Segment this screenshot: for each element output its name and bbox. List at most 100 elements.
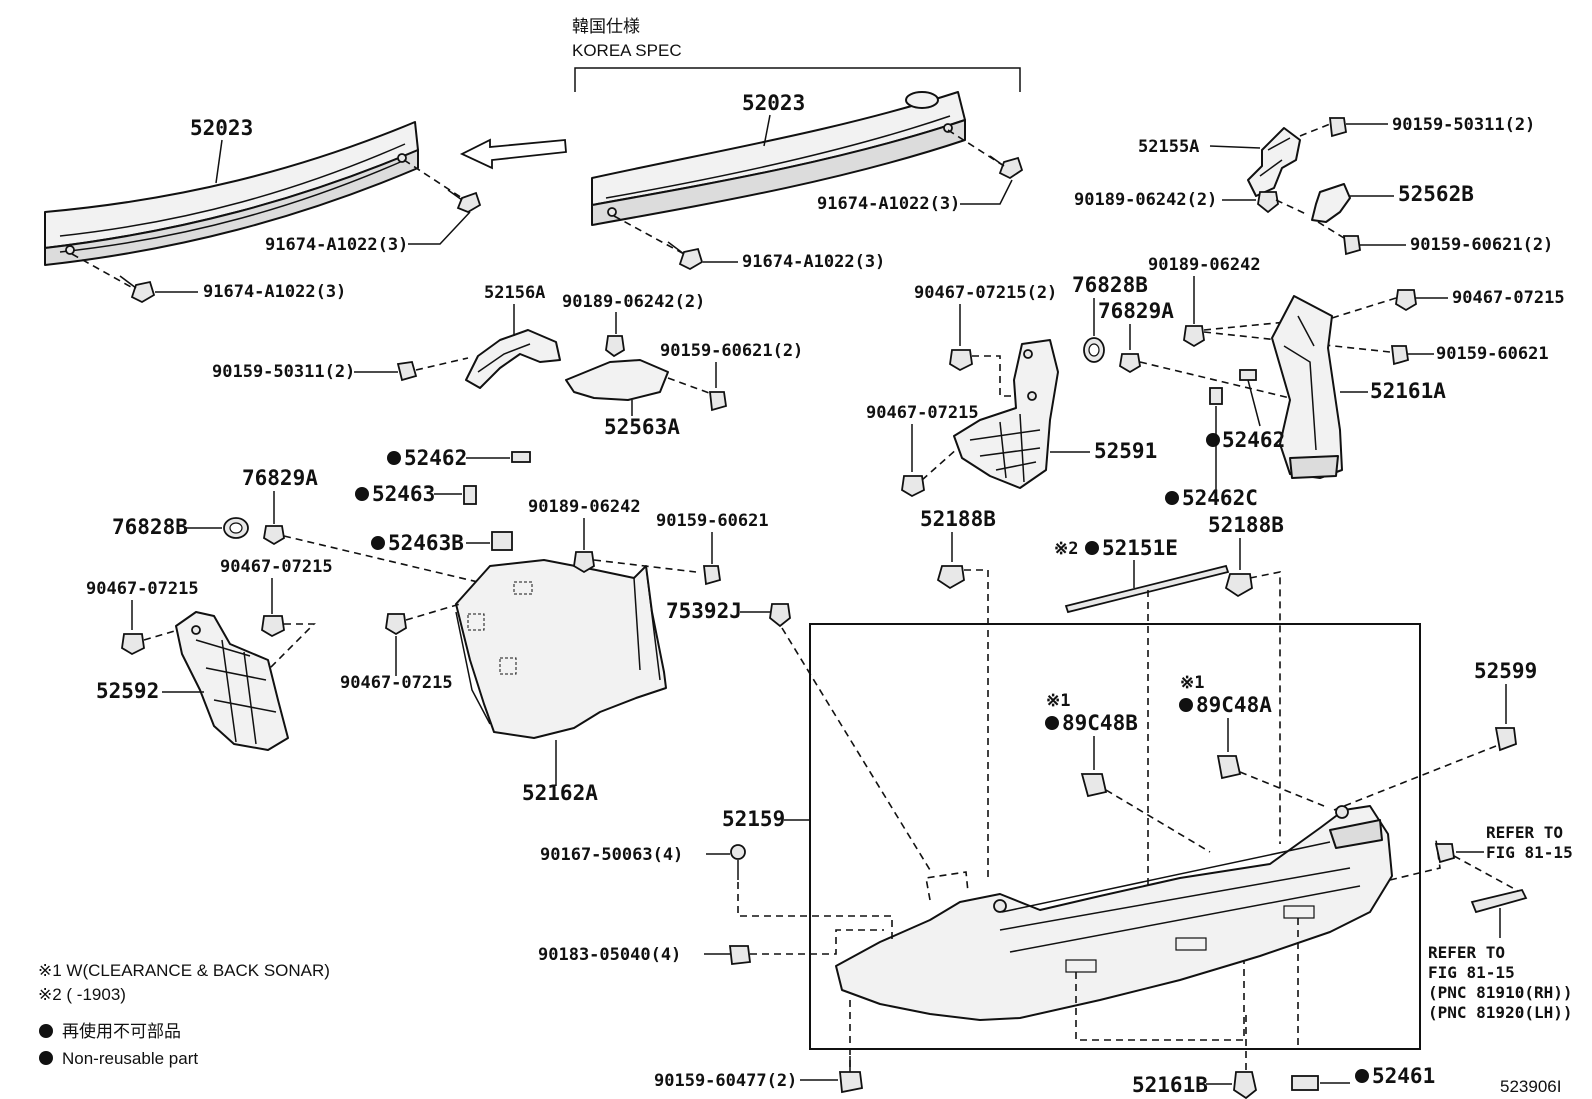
nonreusable-bullet [1179,698,1193,712]
pad-52461 [1291,1075,1319,1091]
label-52599: 52599 [1474,659,1537,683]
legend-nonreuse-en: Non-reusable part [62,1049,198,1068]
refer1-line1: REFER TO [1486,823,1563,842]
bolt-icon [839,1056,863,1094]
bumper-cover-52159 [835,805,1441,1050]
grommet-icon [223,517,249,539]
leader-52023-korea [763,114,771,147]
clip-icon [1119,353,1291,399]
clip-icon [1233,1010,1258,1099]
label-91674-korea-bottom: 91674-A1022(3) [742,252,885,272]
nonreusable-bullet [1085,541,1099,555]
bolt-icon [1434,843,1521,893]
label-76828B-l: 76828B [112,515,188,539]
bolt-icon [702,565,722,586]
mark-2: ※2 [1054,539,1078,559]
reflector-strip [1470,888,1528,914]
leader-52023-left [215,139,223,184]
label-52188B-l: 52188B [920,507,996,531]
nonreusable-bullet [39,1024,53,1038]
pad-52463 [463,485,477,505]
bolt-icon [71,253,156,304]
korea-spec-en: KOREA SPEC [572,41,682,60]
bracket-52562B [1311,183,1351,223]
bolt-icon [947,129,1024,180]
clip-icon [385,603,461,636]
label-90189-06242-l2: 90189-06242(2) [562,292,705,312]
clip-icon [901,447,959,498]
label-90159-60621-r2: 90159-60621(2) [1410,235,1553,255]
screw-icon [396,357,469,382]
bolt-icon [403,159,482,213]
label-91674-left-bottom: 91674-A1022(3) [203,282,346,302]
screw-icon [1299,117,1348,138]
nonreusable-bullet [371,536,385,550]
label-52463: 52463 [372,482,435,506]
korea-spec-jp: 韓国仕様 [572,17,640,36]
leader-91674-korea-right [960,179,1013,205]
grommet-icon [1083,337,1105,363]
bracket-52155A [1247,127,1301,197]
retainer-52592 [175,611,289,751]
nonreusable-bullet [1165,491,1179,505]
refer2-line1: REFER TO [1428,943,1505,962]
label-76829A-l: 76829A [242,466,318,490]
label-52188B-r: 52188B [1208,513,1284,537]
clip-icon [769,603,931,871]
label-90189-06242-m: 90189-06242 [528,497,641,517]
nut-icon [728,929,884,965]
label-52462-l: 52462 [404,446,467,470]
refer2-line3: (PNC 81910(RH)) [1428,983,1573,1002]
label-90159-60621-l2: 90159-60621(2) [660,341,803,361]
label-52159: 52159 [722,807,785,831]
label-52155A: 52155A [1138,137,1199,157]
pad-52462C [1209,387,1223,405]
label-90159-50311-r: 90159-50311(2) [1392,115,1535,135]
bolt-icon [1390,345,1410,366]
label-52023-left: 52023 [190,116,253,140]
clip-icon [573,551,697,574]
clip-icon [121,629,179,656]
retainer-52591 [953,339,1059,489]
diagram-id: 523906I [1500,1077,1561,1096]
label-52461: 52461 [1372,1064,1435,1088]
label-90189-06242-r2: 90189-06242(2) [1074,190,1217,210]
nonreusable-bullet [1355,1069,1369,1083]
label-90167-50063: 90167-50063(4) [540,845,683,865]
label-89C48A: 89C48A [1196,693,1272,717]
clip-icon [1331,289,1417,319]
label-89C48B: 89C48B [1062,711,1138,735]
replacement-arrow-icon [459,138,567,170]
label-52151E: 52151E [1102,536,1178,560]
bolt-icon [708,391,728,412]
label-90159-60477: 90159-60477(2) [654,1071,797,1091]
bracket-52156A [465,329,561,389]
label-52161A: 52161A [1370,379,1446,403]
label-90467-07215-a: 90467-07215(2) [914,283,1057,303]
label-90189-06242-r: 90189-06242 [1148,255,1261,275]
bumper-cover-box [809,623,1421,1050]
reinforcement-52023-left [44,121,419,266]
label-90467-07215-e: 90467-07215 [340,673,453,693]
label-52462C: 52462C [1182,486,1258,510]
label-52463B: 52463B [388,531,464,555]
label-76829A-r: 76829A [1098,299,1174,323]
leader-91674-left-top [408,211,471,245]
nonreusable-bullet [39,1051,53,1065]
clip-icon [1257,191,1307,215]
label-75392J: 75392J [666,599,742,623]
label-76828B-r: 76828B [1072,273,1148,297]
label-52156A: 52156A [484,283,545,303]
label-52592: 52592 [96,679,159,703]
clip-icon [261,615,316,669]
korea-spec-bracket [574,67,1021,92]
label-52462-r: 52462 [1222,428,1285,452]
nonreusable-bullet [1206,433,1220,447]
clip-icon [936,565,989,880]
label-91674-left-top: 91674-A1022(3) [265,235,408,255]
bracket-89C48A [1216,755,1325,807]
legend-note-2: ※2 ( -1903) [38,985,126,1004]
extension-52162A [455,559,667,739]
clip-icon [605,335,625,358]
